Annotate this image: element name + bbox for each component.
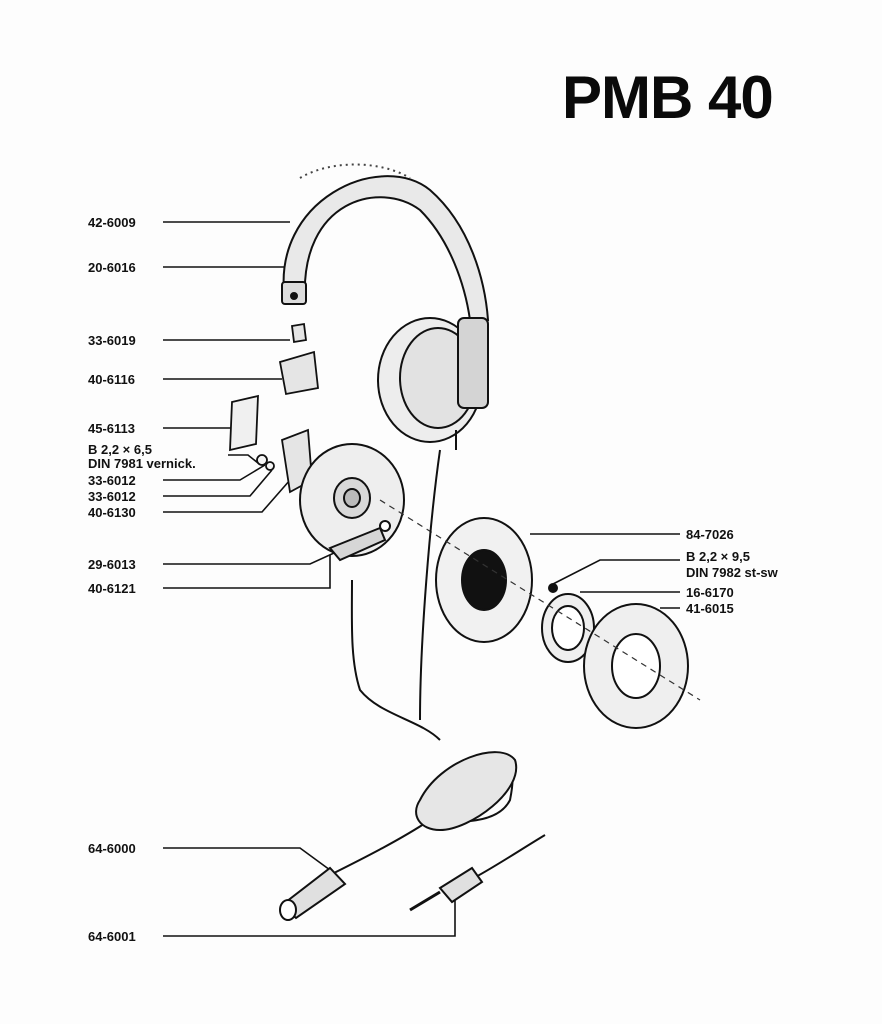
part-40-6116 — [278, 350, 319, 396]
leader-40-6130 — [163, 479, 291, 513]
part-label-84-7026: 84-7026 — [686, 527, 734, 542]
leader-b22-95 — [552, 559, 680, 585]
part-label-33-6012-b: 33-6012 — [88, 489, 136, 504]
part-label-din7981: DIN 7981 vernick. — [88, 456, 196, 471]
part-label-64-6001: 64-6001 — [88, 929, 136, 944]
assembly-axis — [379, 499, 701, 701]
part-label-b22-95: B 2,2 × 9,5 — [686, 549, 750, 564]
clip-parts — [229, 322, 319, 494]
part-label-64-6000: 64-6000 — [88, 841, 136, 856]
part-label-16-6170: 16-6170 — [686, 585, 734, 600]
part-33-6019 — [290, 322, 308, 344]
plug-64-6001 — [409, 866, 484, 912]
leader-b22 — [228, 454, 259, 464]
part-label-40-6121: 40-6121 — [88, 581, 136, 596]
part-label-29-6013: 29-6013 — [88, 557, 136, 572]
cable-junction — [415, 751, 518, 832]
leader-64-6000 — [163, 847, 331, 871]
headband — [281, 163, 490, 321]
part-33-6012 — [265, 461, 275, 471]
part-label-33-6019: 33-6019 — [88, 333, 136, 348]
part-label-42-6009: 42-6009 — [88, 215, 136, 230]
part-label-40-6116: 40-6116 — [88, 372, 135, 387]
plug-64-6000 — [279, 866, 347, 921]
rear-housing — [299, 443, 405, 562]
part-45-6113 — [229, 394, 259, 452]
model-title: PMB 40 — [562, 64, 774, 131]
part-label-20-6016: 20-6016 — [88, 260, 136, 275]
driver-plate — [435, 517, 533, 643]
part-label-din7982: DIN 7982 st-sw — [686, 565, 778, 580]
leader-33-6012a — [163, 464, 266, 481]
leader-29-6013 — [163, 547, 346, 565]
leader-40-6121 — [163, 555, 331, 589]
earcup-assembled — [377, 317, 489, 450]
leader-64-6001 — [163, 900, 456, 937]
part-label-b22: B 2,2 × 6,5 — [88, 442, 152, 457]
leader-33-6012b — [163, 469, 273, 497]
part-label-41-6015: 41-6015 — [686, 601, 734, 616]
part-label-45-6113: 45-6113 — [88, 421, 135, 436]
part-label-33-6012-a: 33-6012 — [88, 473, 136, 488]
screw-b22 — [256, 454, 268, 466]
ring-parts — [541, 583, 689, 729]
part-label-40-6130: 40-6130 — [88, 505, 136, 520]
screw-b22-95 — [548, 583, 558, 593]
